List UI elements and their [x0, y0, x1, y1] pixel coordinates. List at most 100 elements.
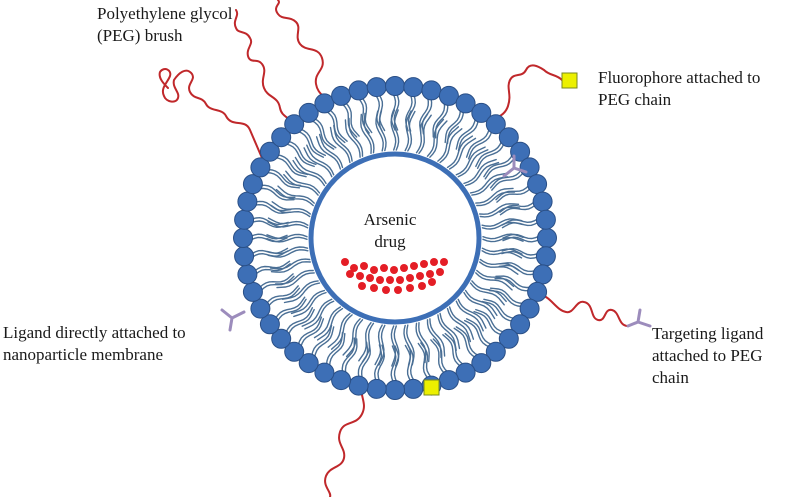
lipid-tail — [464, 161, 500, 187]
lipid-tail — [432, 338, 449, 373]
targeting-ligand-label: Targeting ligand attached to PEG chain — [652, 323, 763, 389]
drug-particle — [356, 272, 364, 280]
lipid-head — [519, 298, 540, 319]
lipid-head — [498, 127, 519, 148]
lipid-tail — [465, 318, 493, 346]
lipid-tail — [260, 275, 295, 292]
lipid-tail — [476, 191, 516, 207]
lipid-tail — [471, 280, 507, 303]
lipid-tail — [330, 314, 353, 350]
lipid-tail — [489, 287, 524, 305]
lipid-head — [471, 353, 492, 374]
lipid-tail — [285, 170, 321, 194]
lipid-tail — [270, 204, 311, 218]
lipid-head — [250, 298, 271, 319]
lipid-tail — [393, 325, 400, 367]
ligand-direct-2 — [220, 308, 246, 332]
lipid-tail — [250, 236, 288, 243]
fluorophore-label-line-1: Fluorophore attached to — [598, 68, 761, 87]
lipid-tail — [344, 102, 360, 137]
drug-particle — [376, 276, 384, 284]
peg-chain-3 — [275, 0, 331, 111]
lipid-tail — [266, 171, 301, 189]
lipid-tail — [254, 203, 291, 214]
drug-particle — [350, 264, 358, 272]
peg-brush-label-line-2: (PEG) brush — [97, 26, 183, 45]
lipid-tail — [457, 298, 487, 329]
drug-particle — [394, 286, 402, 294]
lipid-tail — [467, 130, 493, 160]
lipid-tail — [455, 146, 486, 176]
lipid-tail — [363, 112, 375, 154]
lipid-tail — [455, 300, 484, 332]
lipid-head — [242, 281, 263, 302]
peg-chain-4 — [487, 64, 563, 127]
lipid-tail — [341, 103, 358, 138]
lipid-tail — [499, 204, 536, 216]
drug-particle — [430, 258, 438, 266]
lipid-head — [298, 353, 319, 374]
lipid-tail — [479, 203, 520, 215]
lipid-tail — [300, 318, 325, 348]
lipid-tail — [448, 137, 477, 170]
drug-particle — [341, 258, 349, 266]
lipid-tail — [491, 171, 524, 191]
lipid-head — [233, 228, 253, 248]
lipid-tail — [484, 156, 516, 180]
drug-particle — [420, 260, 428, 268]
drug-particle — [418, 282, 426, 290]
lipid-head — [348, 375, 369, 396]
lipid-head — [242, 174, 263, 195]
lipid-head — [366, 378, 387, 399]
lipid-tail — [281, 280, 319, 300]
lipid-head — [527, 174, 548, 195]
lipid-tail — [481, 221, 523, 230]
drug-particle — [386, 276, 394, 284]
drug-particle — [428, 278, 436, 286]
lipid-tail — [495, 275, 531, 289]
lipid-tail — [407, 110, 416, 152]
lipid-tail — [439, 128, 463, 164]
drug-particle — [436, 268, 444, 276]
lipid-tail — [446, 307, 472, 343]
lipid-tail — [306, 144, 335, 176]
lipid-tail — [329, 126, 351, 164]
lipid-tail — [287, 140, 317, 166]
lipid-tail — [481, 250, 523, 259]
ligands — [220, 154, 652, 332]
lipid-tail — [463, 291, 496, 320]
ligand-direct-label-line-1: Ligand directly attached to — [3, 323, 186, 342]
lipid-tail — [439, 312, 461, 350]
lipid-tail — [290, 289, 326, 315]
lipid-tail — [390, 109, 397, 151]
lipid-tail — [301, 298, 333, 327]
lipid-tail — [287, 308, 315, 336]
lipid-head — [250, 157, 271, 178]
lipid-tail — [297, 316, 323, 346]
lipid-tail — [473, 310, 503, 336]
lipid-head — [527, 281, 548, 302]
lipid-tail — [293, 291, 327, 318]
lipid-head — [314, 362, 335, 383]
drug-particle — [358, 282, 366, 290]
lipid-tail — [417, 342, 429, 379]
lipid-tail — [344, 338, 358, 374]
lipid-tail — [418, 322, 430, 363]
lipid-head — [498, 328, 519, 349]
lipid-tail — [437, 314, 457, 352]
drug-label-line-1: Arsenic — [363, 210, 417, 229]
peg-chain-1 — [158, 68, 263, 159]
lipid-head — [537, 228, 557, 248]
lipid-head — [485, 341, 506, 362]
peg-brush-label-line-1: Polyethylene glycol — [97, 4, 233, 23]
lipid-tail — [360, 113, 372, 155]
lipid-tail — [313, 326, 335, 359]
peg-chain-6 — [324, 377, 365, 497]
drug-particle — [416, 272, 424, 280]
lipid-head — [237, 264, 258, 285]
lipid-tail — [311, 324, 333, 357]
drug-label: Arsenic drug — [350, 209, 430, 253]
lipid-head — [331, 85, 352, 106]
lipid-tail — [390, 93, 397, 131]
targeting-ligand-label-line-3: chain — [652, 368, 689, 387]
